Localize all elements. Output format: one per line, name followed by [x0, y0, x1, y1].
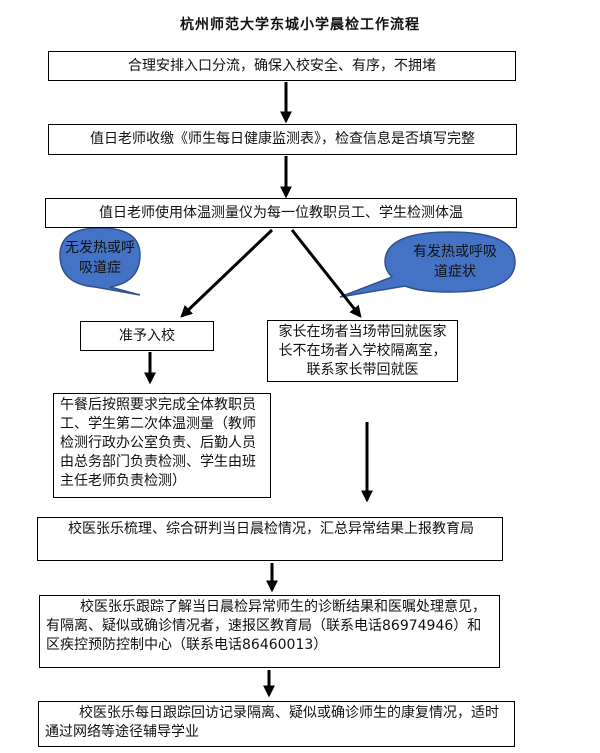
right-bubble-text: 有发热或呼吸道症状: [413, 244, 497, 280]
step-collect-health-form: 值日老师收缴《师生每日健康监测表》，检查信息是否填写完整: [48, 124, 517, 155]
step-lunch-second-check: 午餐后按照要求完成全体教职员工、学生第二次体温测量（教师检测行政办公室负责、后勤…: [53, 393, 271, 498]
health-form-name: 《师生每日健康监测表》: [174, 131, 321, 147]
arrow-s3-parent: [290, 229, 362, 318]
arrow-s3-allow: [180, 228, 274, 318]
page-title: 杭州师范大学东城小学晨检工作流程: [180, 17, 420, 33]
step-entry-diversion: 合理安排入口分流，确保入校安全、有序，不拥堵: [48, 51, 516, 81]
step-daily-tracking: 校医张乐每日跟踪回访记录隔离、疑似或确诊师生的康复情况，适时通过网络等途径辅导学…: [38, 701, 515, 747]
left-bubble-text: 无发热或呼吸道症: [65, 240, 135, 276]
right-speech-bubble: 有发热或呼吸道症状: [395, 238, 515, 286]
step-doctor-summary: 校医张乐梳理、综合研判当日晨检情况，汇总异常结果上报教育局: [37, 517, 503, 561]
right-speech-bubble-shape: [339, 231, 516, 298]
step-doctor-follow-up: 校医张乐跟踪了解当日晨检异常师生的诊断结果和医嘱处理意见，有隔离、疑似或确诊情况…: [39, 595, 500, 668]
step-parent-handling: 家长在场者当场带回就医家长不在场者入学校隔离室，联系家长带回就医: [267, 320, 458, 382]
step-temperature-check: 值日老师使用体温测量仪为每一位教职员工、学生检测体温: [45, 198, 517, 228]
left-speech-bubble-shape: [59, 227, 141, 296]
left-speech-bubble: 无发热或呼吸道症: [60, 238, 140, 278]
step-allow-entry: 准予入校: [80, 321, 214, 351]
